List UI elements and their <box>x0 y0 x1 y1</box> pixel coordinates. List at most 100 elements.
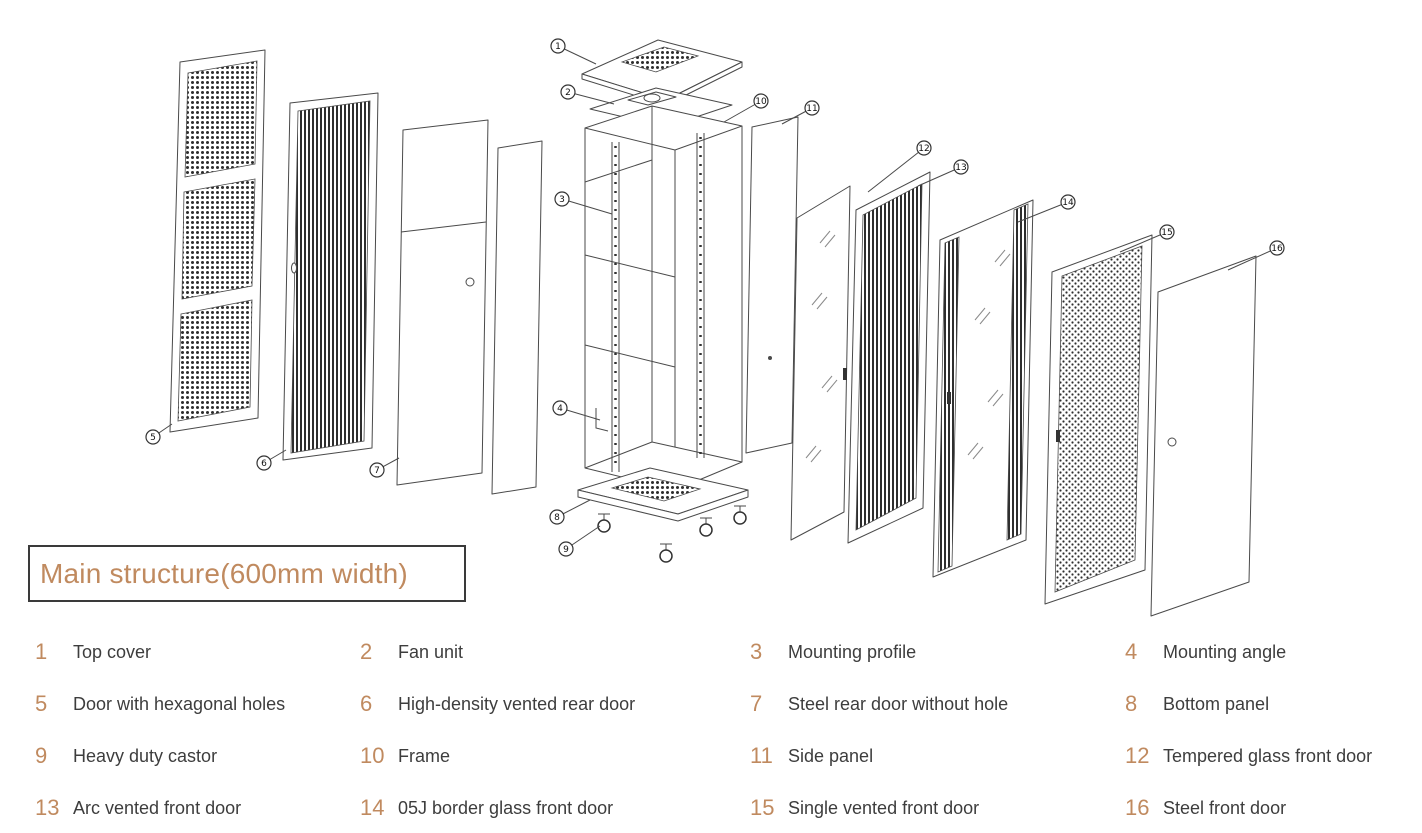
legend-item: 6 High-density vented rear door <box>360 678 750 730</box>
steel-front-door-part <box>1150 255 1257 617</box>
svg-text:13: 13 <box>955 163 966 173</box>
legend-item: 12 Tempered glass front door <box>1125 730 1422 782</box>
legend-item: 16 Steel front door <box>1125 782 1422 833</box>
legend-item-number: 4 <box>1125 639 1138 664</box>
callout-9: 9 <box>558 525 601 557</box>
callout-10: 10 <box>723 93 769 123</box>
legend-item-label: High-density vented rear door <box>398 693 636 714</box>
callout-13: 13 <box>917 159 969 187</box>
legend-item-number: 10 <box>360 743 385 768</box>
callout-8: 8 <box>549 499 591 525</box>
callout-14: 14 <box>1017 194 1076 223</box>
legend-item-number: 15 <box>750 795 775 820</box>
callout-2: 2 <box>560 84 615 105</box>
page-title: Main structure(600mm width) <box>40 557 408 589</box>
legend-item-number: 9 <box>35 743 48 768</box>
legend-item: 3 Mounting profile <box>750 626 1125 678</box>
legend-item-label: Steel front door <box>1163 797 1287 818</box>
legend-item-number: 14 <box>360 795 385 820</box>
legend-item-number: 5 <box>35 691 48 716</box>
mounting-profile-part <box>611 133 705 472</box>
legend-item: 8 Bottom panel <box>1125 678 1422 730</box>
callout-12: 12 <box>867 140 932 193</box>
legend-item-number: 13 <box>35 795 60 820</box>
legend-item-label: Steel rear door without hole <box>788 693 1009 714</box>
callout-7: 7 <box>369 457 400 478</box>
castor-part <box>597 505 747 563</box>
legend-item: 2 Fan unit <box>360 626 750 678</box>
legend-item-label: Heavy duty castor <box>73 745 218 766</box>
vented-rear-door-part <box>282 92 379 461</box>
legend-item: 15 Single vented front door <box>750 782 1125 833</box>
legend-item-label: Single vented front door <box>788 797 980 818</box>
legend-item: 5 Door with hexagonal holes <box>35 678 360 730</box>
side-panel-part <box>745 116 799 454</box>
svg-text:14: 14 <box>1062 198 1074 208</box>
legend-item-number: 6 <box>360 691 373 716</box>
callout-6: 6 <box>256 449 287 471</box>
svg-text:12: 12 <box>918 144 929 154</box>
callout-5: 5 <box>145 423 173 445</box>
legend-item-number: 8 <box>1125 691 1138 716</box>
svg-text:8: 8 <box>554 513 560 523</box>
legend-item-label: Top cover <box>73 641 152 662</box>
svg-text:15: 15 <box>1161 228 1172 238</box>
bottom-panel-part <box>577 467 749 522</box>
svg-text:3: 3 <box>559 195 565 205</box>
arc-vented-door-part <box>847 171 931 544</box>
callout-15: 15 <box>1119 224 1175 253</box>
legend-item: 7 Steel rear door without hole <box>750 678 1125 730</box>
legend-item-label: Frame <box>398 745 451 766</box>
legend-item-label: 05J border glass front door <box>398 797 614 818</box>
legend-item: 14 05J border glass front door <box>360 782 750 833</box>
callout-3: 3 <box>554 191 613 215</box>
exploded-diagram: 1 2 3 4 5 6 7 8 <box>145 38 1285 617</box>
mounting-angle-part <box>595 408 609 432</box>
legend-item-number: 3 <box>750 639 763 664</box>
legend-item: 13 Arc vented front door <box>35 782 360 833</box>
legend-item-label: Side panel <box>788 745 874 766</box>
legend-item-number: 16 <box>1125 795 1150 820</box>
svg-text:16: 16 <box>1271 244 1283 254</box>
border-glass-door-part <box>932 199 1034 578</box>
legend-grid: 1 Top cover 2 Fan unit 3 Mounting profil… <box>0 626 1422 833</box>
legend-item-label: Arc vented front door <box>73 797 242 818</box>
legend-item-number: 2 <box>360 639 373 664</box>
hex-door-part <box>169 49 266 433</box>
callout-1: 1 <box>550 38 597 65</box>
svg-text:2: 2 <box>565 88 571 98</box>
tempered-glass-door-part <box>790 185 851 541</box>
svg-text:5: 5 <box>150 433 156 443</box>
svg-text:10: 10 <box>755 97 767 107</box>
legend-item-number: 1 <box>35 639 48 664</box>
svg-text:4: 4 <box>557 404 563 414</box>
legend-item-label: Door with hexagonal holes <box>73 693 286 714</box>
legend-item-label: Bottom panel <box>1163 693 1270 714</box>
legend-item-number: 12 <box>1125 743 1150 768</box>
legend-item-number: 7 <box>750 691 763 716</box>
legend-item: 11 Side panel <box>750 730 1125 782</box>
legend-item-label: Mounting profile <box>788 641 917 662</box>
single-vented-door-part <box>1044 234 1153 605</box>
frame-part <box>584 105 743 491</box>
parts-legend: 1 Top cover 2 Fan unit 3 Mounting profil… <box>0 626 1422 833</box>
svg-text:1: 1 <box>555 42 561 52</box>
callout-11: 11 <box>781 100 820 125</box>
svg-text:7: 7 <box>374 466 380 476</box>
legend-item: 1 Top cover <box>35 626 360 678</box>
legend-item-label: Mounting angle <box>1163 641 1287 662</box>
svg-text:11: 11 <box>806 104 817 114</box>
svg-text:6: 6 <box>261 459 267 469</box>
legend-item-label: Tempered glass front door <box>1163 745 1373 766</box>
legend-item: 9 Heavy duty castor <box>35 730 360 782</box>
side-panel-left-part <box>491 140 543 495</box>
callout-4: 4 <box>552 400 601 421</box>
legend-item-number: 11 <box>750 743 773 768</box>
svg-text:9: 9 <box>563 545 569 555</box>
callout-16: 16 <box>1227 240 1285 271</box>
legend-item: 4 Mounting angle <box>1125 626 1422 678</box>
legend-item: 10 Frame <box>360 730 750 782</box>
steel-rear-door-part <box>396 119 489 486</box>
legend-item-label: Fan unit <box>398 641 464 662</box>
